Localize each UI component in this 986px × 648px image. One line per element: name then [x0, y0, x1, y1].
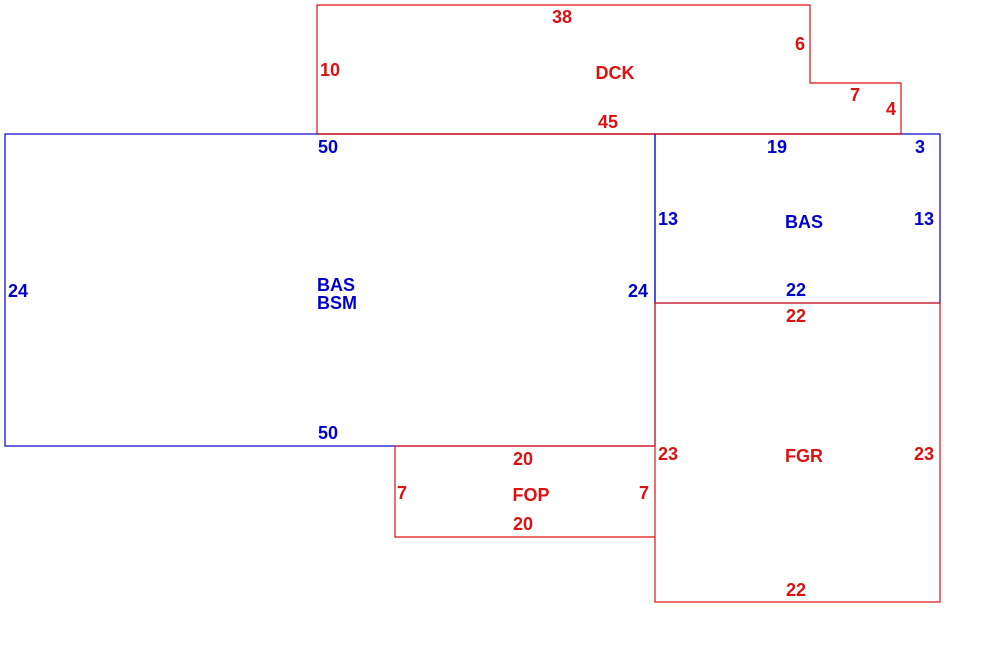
fgr-dim-bottom: 22: [786, 580, 806, 600]
fop-dim-bottom: 20: [513, 514, 533, 534]
fop-dim-left: 7: [397, 483, 407, 503]
bas-right-area-label: BAS: [785, 212, 823, 232]
fgr-area-label: FGR: [785, 446, 823, 466]
fop-dim-right: 7: [639, 483, 649, 503]
fop-outline: [394, 446, 655, 538]
dck-dim-step: 7: [850, 85, 860, 105]
fop-labels: FOP 20 7 20 7: [397, 449, 649, 534]
fop-area-label: FOP: [512, 485, 549, 505]
area-outlines: [4, 4, 941, 603]
dck-dim-right-upper: 6: [795, 34, 805, 54]
bas-right-dim-bottom: 22: [786, 280, 806, 300]
bas-right-dim-right: 13: [914, 209, 934, 229]
dck-dim-bottom: 45: [598, 112, 618, 132]
fgr-dim-left: 23: [658, 444, 678, 464]
dck-labels: DCK 38 6 7 4 45 10: [320, 7, 896, 132]
fgr-labels: FGR 22 23 22 23: [658, 306, 934, 600]
bas-right-labels: BAS 19 3 13 22 13: [658, 137, 934, 300]
bas-main-dim-top: 50: [318, 137, 338, 157]
bas-main-dim-right: 24: [628, 281, 648, 301]
bas-main-labels: BAS BSM 50 24 50 24: [8, 137, 648, 443]
dck-area-label: DCK: [596, 63, 635, 83]
fgr-outline: [654, 302, 941, 603]
fgr-dim-top: 22: [786, 306, 806, 326]
bas-right-dim-left: 13: [658, 209, 678, 229]
bas-main-area-label: BAS: [317, 275, 355, 295]
fgr-dim-right: 23: [914, 444, 934, 464]
bas-right-dim-top: 19: [767, 137, 787, 157]
bas-main-dim-bottom: 50: [318, 423, 338, 443]
dck-dim-left: 10: [320, 60, 340, 80]
bas-right-dim-top-corner: 3: [915, 137, 925, 157]
bas-main-dim-left: 24: [8, 281, 28, 301]
dck-dim-top: 38: [552, 7, 572, 27]
dck-dim-right-lower: 4: [886, 99, 896, 119]
bsm-area-label: BSM: [317, 293, 357, 313]
fop-dim-top: 20: [513, 449, 533, 469]
